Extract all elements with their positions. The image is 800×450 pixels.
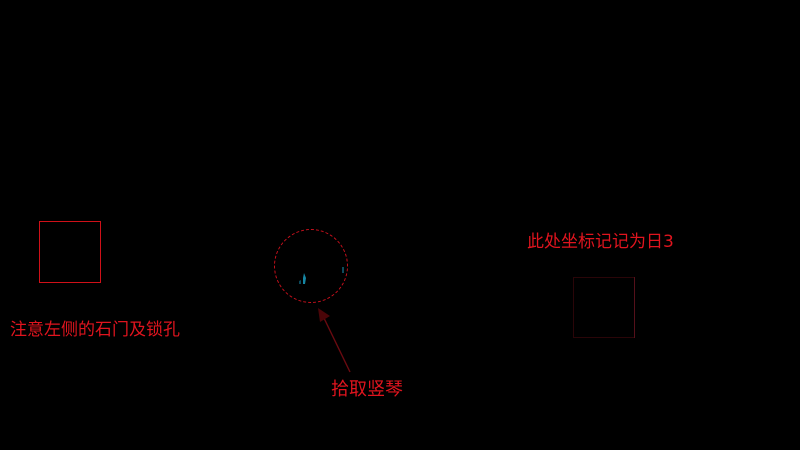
coordinate-note: 此处坐标记记为日3 [527,232,674,252]
coordinate-marker-edge [634,277,635,338]
pickup-harp-note: 拾取竖琴 [331,379,403,400]
stone-door-note: 注意左侧的石门及锁孔 [10,320,180,340]
harp-location-circle [274,229,348,303]
coordinate-marker-box [573,277,635,338]
harp-glint-icon [342,267,344,273]
pointer-arrow-icon [318,308,351,373]
harp-item-icon[interactable] [297,272,311,286]
stone-door-marker-box [39,221,101,283]
